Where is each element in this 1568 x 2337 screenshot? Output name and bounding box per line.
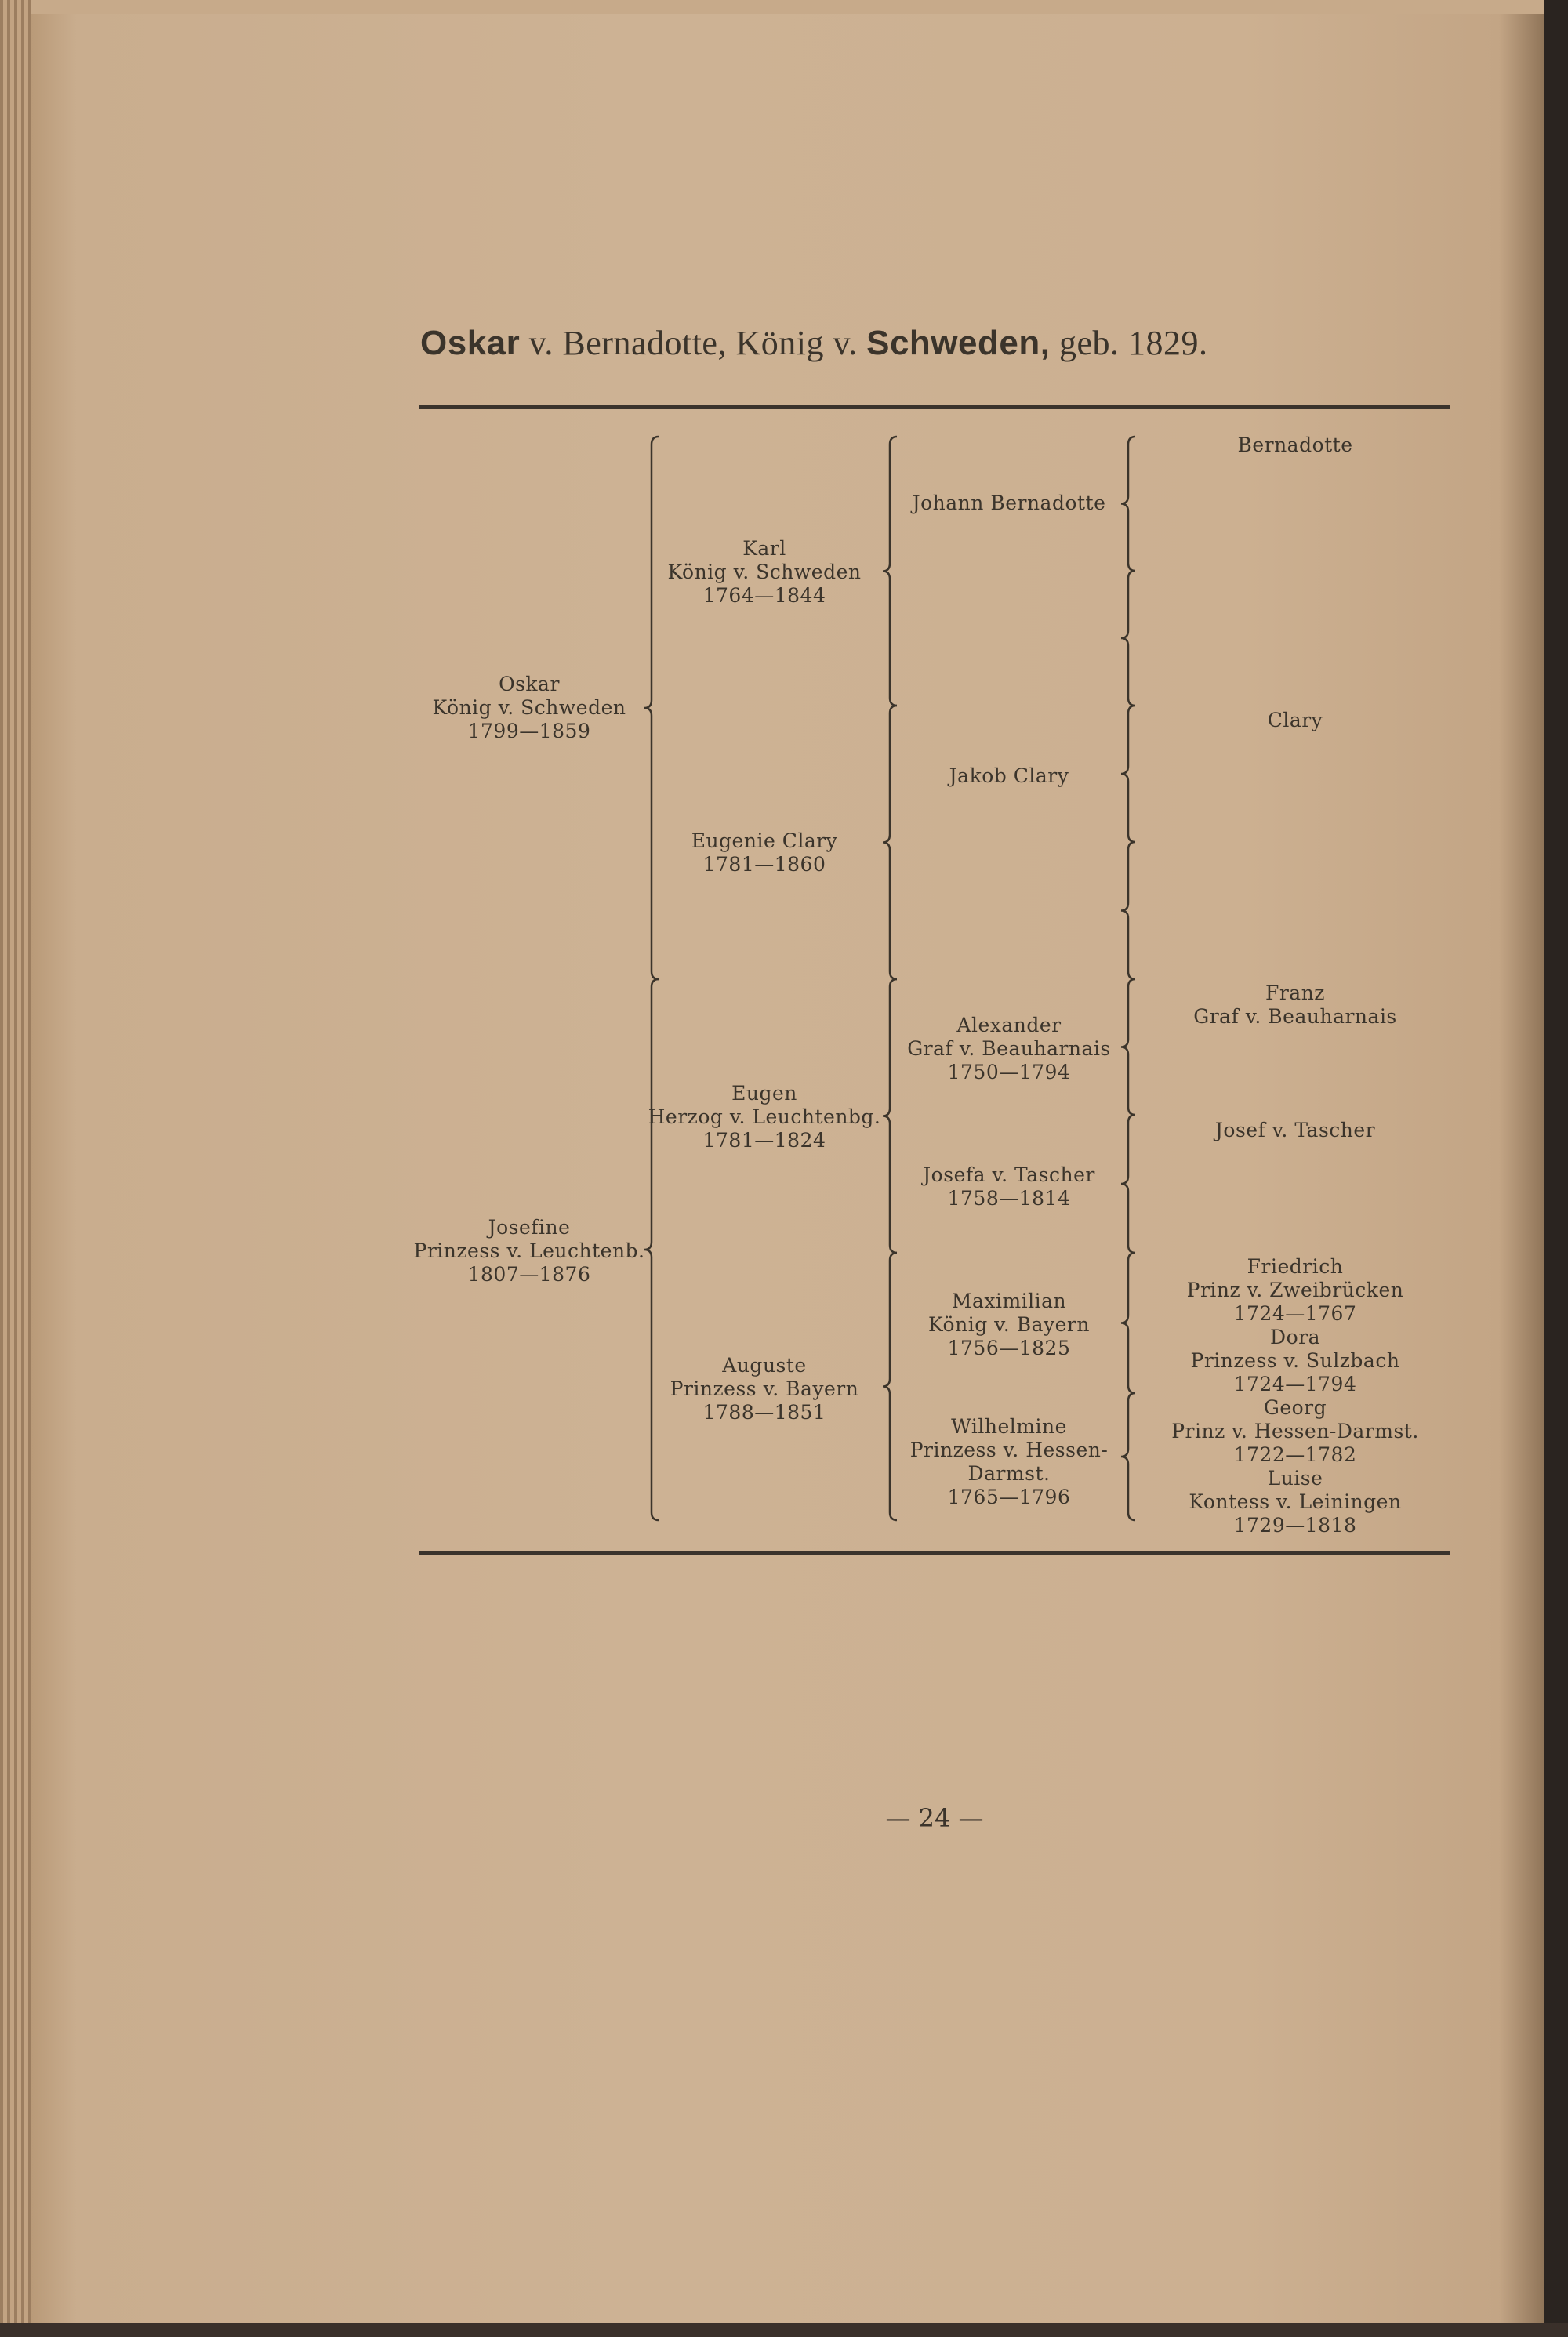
generation4-person: Josef v. Tascher <box>1215 1119 1375 1142</box>
person-line: Prinz v. Hessen-Darmst. <box>1171 1420 1419 1442</box>
person-line: Darmst. <box>967 1462 1051 1485</box>
brace <box>1120 1392 1136 1522</box>
person-line: König v. Schweden <box>432 696 626 719</box>
person-line: Prinzess v. Leuchtenb. <box>413 1239 645 1262</box>
person-line: Dora <box>1270 1326 1320 1348</box>
person-line: 1756—1825 <box>947 1337 1071 1359</box>
generation4-person: Clary <box>1268 709 1323 732</box>
person-line: Wilhelmine <box>951 1415 1067 1438</box>
brace <box>1120 1251 1136 1395</box>
person-line: Maximilian <box>951 1290 1067 1312</box>
person-line: 1788—1851 <box>702 1401 826 1424</box>
brace <box>1120 569 1136 707</box>
page-edge-right <box>1544 0 1568 2337</box>
title-text: v. Bernadotte, König v. <box>520 324 867 362</box>
title-country: Schweden, <box>866 324 1051 362</box>
person-line: Herzog v. Leuchtenbg. <box>648 1105 881 1128</box>
person-line: Friedrich <box>1247 1255 1344 1278</box>
person-line: König v. Bayern <box>928 1313 1090 1336</box>
page-edge-left <box>0 0 31 2337</box>
top-rule <box>419 405 1450 409</box>
person-line: 1799—1859 <box>467 720 591 742</box>
brace <box>882 435 898 707</box>
person-line: 1722—1782 <box>1233 1443 1357 1466</box>
person-line: Eugenie Clary <box>691 829 838 852</box>
generation4-person: Bernadotte <box>1237 434 1352 457</box>
brace <box>1120 978 1136 1116</box>
person-line: Georg <box>1263 1396 1327 1419</box>
person-line: Alexander <box>956 1014 1062 1036</box>
brace <box>1120 840 1136 981</box>
person-line: 1764—1844 <box>702 584 826 607</box>
person-line: Graf v. Beauharnais <box>907 1037 1111 1060</box>
person-line: Auguste <box>722 1354 807 1377</box>
person-line: Graf v. Beauharnais <box>1193 1005 1397 1028</box>
person-line: 1724—1767 <box>1233 1302 1357 1325</box>
brace <box>882 1251 898 1522</box>
person-line: Bernadotte <box>1237 434 1353 456</box>
generation3-person: Jakob Clary <box>949 764 1069 788</box>
person-line: Karl <box>742 537 786 560</box>
bottom-rule <box>419 1551 1450 1555</box>
person-line: 1750—1794 <box>947 1061 1071 1083</box>
person-line: Prinzess v. Hessen- <box>909 1439 1109 1461</box>
page-sheet <box>31 14 1544 2323</box>
brace <box>1120 704 1136 844</box>
person-line: Prinz v. Zweibrücken <box>1186 1279 1404 1301</box>
person-line: 1758—1814 <box>947 1187 1071 1210</box>
person-line: Oskar <box>499 673 560 695</box>
person-line: 1781—1860 <box>702 853 826 876</box>
brace <box>644 978 659 1522</box>
person-line: Clary <box>1267 709 1323 731</box>
person-line: Eugen <box>731 1082 797 1105</box>
person-line: Franz <box>1265 982 1325 1004</box>
person-line: 1729—1818 <box>1233 1514 1357 1537</box>
page-edge-bottom <box>0 2323 1568 2337</box>
person-line: Josefa v. Tascher <box>923 1163 1095 1186</box>
person-line: 1781—1824 <box>702 1129 826 1152</box>
page-title: Oskar v. Bernadotte, König v. Schweden, … <box>420 323 1207 363</box>
person-line: 1765—1796 <box>947 1486 1071 1508</box>
person-line: 1807—1876 <box>467 1263 591 1286</box>
person-line: Kontess v. Leiningen <box>1189 1490 1402 1513</box>
person-line: Prinzess v. Bayern <box>670 1377 859 1400</box>
title-birth: geb. 1829. <box>1050 324 1208 362</box>
page-number: — 24 — <box>885 1803 984 1833</box>
person-line: König v. Schweden <box>667 561 862 583</box>
brace <box>644 435 659 981</box>
brace <box>1120 435 1136 572</box>
person-line: 1724—1794 <box>1233 1373 1357 1395</box>
person-line: Josef v. Tascher <box>1214 1119 1376 1141</box>
brace <box>882 978 898 1254</box>
person-line: Luise <box>1267 1467 1323 1490</box>
person-line: Prinzess v. Sulzbach <box>1190 1349 1400 1372</box>
person-line: Johann Bernadotte <box>912 492 1106 514</box>
title-name: Oskar <box>420 324 521 362</box>
brace <box>882 704 898 981</box>
generation3-person: Johann Bernadotte <box>913 492 1106 515</box>
person-line: Jakob Clary <box>949 764 1069 787</box>
person-line: Josefine <box>488 1216 571 1239</box>
brace <box>1120 1113 1136 1254</box>
